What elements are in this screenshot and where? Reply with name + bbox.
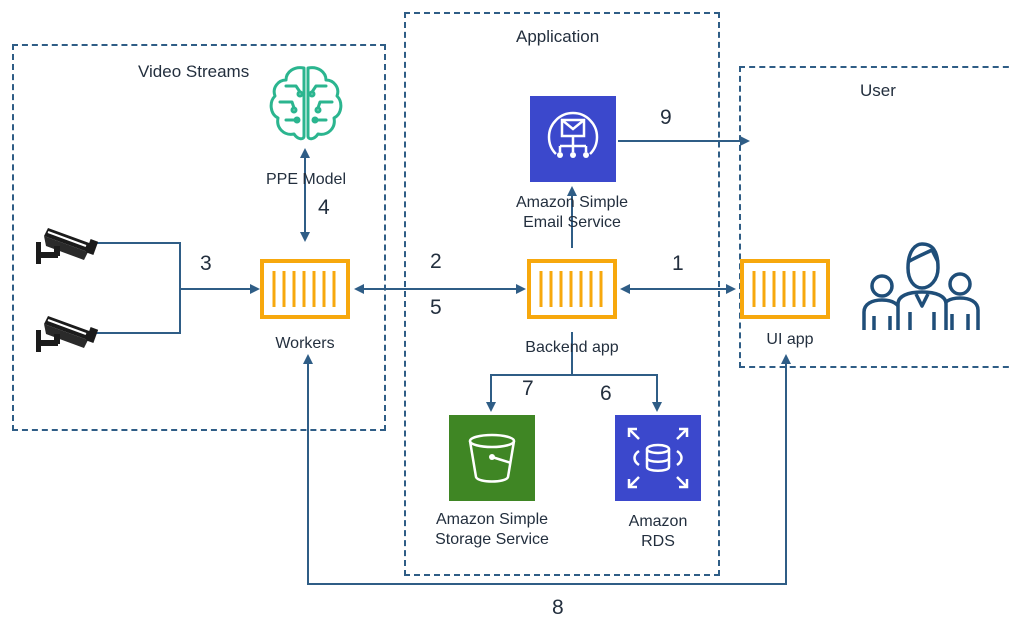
s3-label-line1: Amazon Simple [435, 511, 549, 528]
rds-node [615, 415, 701, 501]
application-label: Application [516, 27, 600, 46]
rds-label-line2: RDS [641, 533, 675, 550]
users-icon [862, 242, 980, 330]
video-streams-group [12, 44, 386, 431]
step-2: 2 [430, 250, 442, 273]
rds-icon [615, 415, 701, 501]
arrow-8 [303, 354, 791, 585]
ppe-model-node [266, 62, 346, 142]
step-8: 8 [552, 596, 564, 619]
camera-bottom-connector [92, 289, 181, 334]
ppe-model-label: PPE Model [265, 171, 347, 188]
container-icon [527, 259, 617, 319]
s3-bucket-icon [449, 415, 535, 501]
ses-icon [530, 96, 616, 182]
s3-label: Amazon Simple Storage Service [412, 510, 572, 550]
ses-label-line1: Amazon Simple [515, 194, 629, 211]
arrow-6 [572, 374, 662, 412]
users-node [860, 236, 984, 332]
application-group [404, 12, 720, 576]
video-streams-label: Video Streams [138, 62, 250, 81]
container-icon [260, 259, 350, 319]
arrow-7 [486, 374, 572, 412]
rds-label: Amazon RDS [598, 512, 718, 552]
step-4: 4 [318, 196, 330, 219]
workers-label: Workers [275, 335, 335, 352]
ml-brain-icon [269, 66, 343, 141]
step-9: 9 [660, 106, 672, 129]
camera-top-connector [92, 242, 181, 289]
rds-label-line1: Amazon [628, 513, 688, 530]
step-1: 1 [672, 252, 684, 275]
user-group [739, 66, 1010, 368]
backend-app-label: Backend app [525, 339, 619, 356]
container-icon [740, 259, 830, 319]
ui-app-label: UI app [766, 331, 814, 348]
step-6: 6 [600, 382, 612, 405]
step-5: 5 [430, 296, 442, 319]
workers-node [260, 259, 350, 319]
ses-label: Amazon Simple Email Service [492, 193, 652, 233]
ui-app-node [740, 259, 830, 319]
s3-label-line2: Storage Service [435, 531, 549, 548]
camera-icon [36, 228, 99, 264]
user-label: User [860, 81, 896, 100]
ses-label-line2: Email Service [523, 214, 621, 231]
camera-top [34, 218, 99, 270]
step-7: 7 [522, 377, 534, 400]
s3-node [449, 415, 535, 501]
step-3: 3 [200, 252, 212, 275]
ses-node [530, 96, 616, 182]
camera-bottom [34, 306, 99, 358]
backend-app-node [527, 259, 617, 319]
camera-icon [36, 316, 99, 352]
